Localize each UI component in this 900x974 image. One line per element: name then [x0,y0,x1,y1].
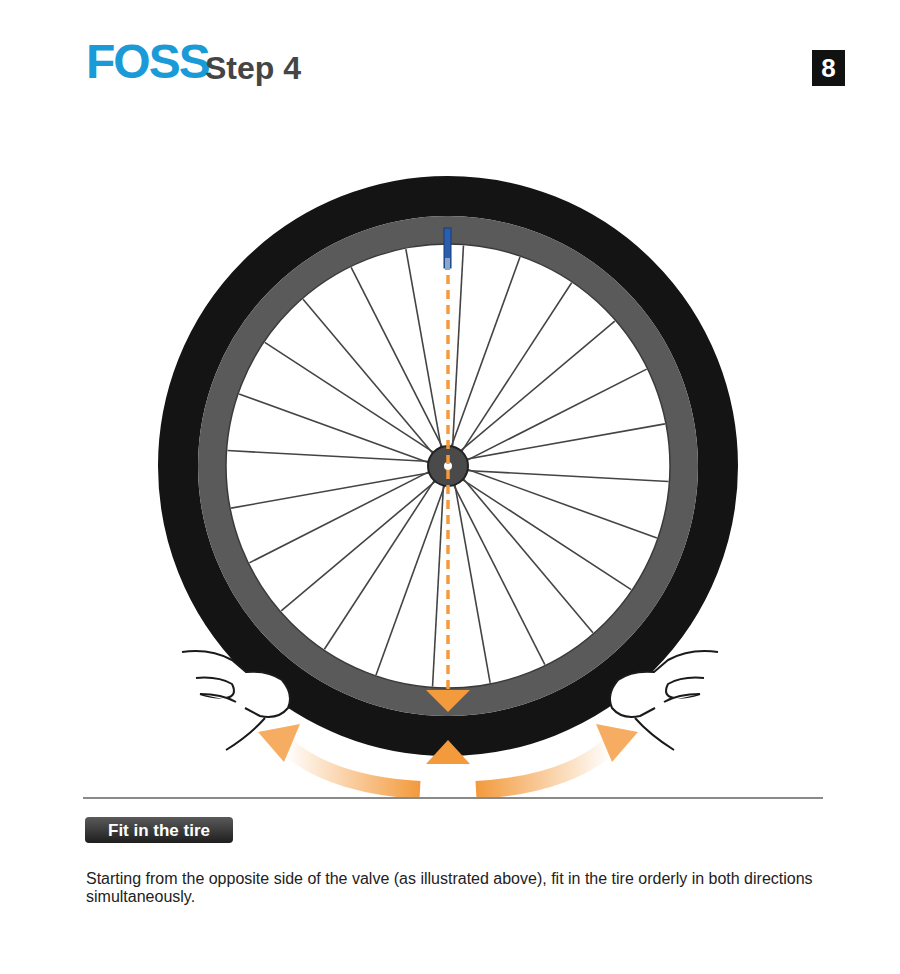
spoke [265,342,435,453]
node-text: 8 [821,55,835,81]
spoke [466,469,657,538]
spoke [451,257,520,448]
spoke [239,394,430,463]
spoke [459,321,615,452]
curved-arrow-right-head [596,724,638,762]
spoke [231,473,431,509]
spoke [461,283,572,453]
right-hand [610,651,718,750]
spoke [376,484,445,675]
separator-line [83,797,823,799]
spoke [455,483,491,683]
step-title: Step 4 [205,48,301,88]
step-label-box: Fit in the tire [85,817,233,843]
arrow-head [426,690,470,712]
tire [178,196,718,736]
left-hand [182,651,290,750]
instruction-text: Starting from the opposite side of the v… [86,870,816,906]
spoke [465,424,665,460]
node-text: Fit in the tire [108,822,210,839]
spoke [461,479,631,590]
rim [212,230,684,702]
hub [428,446,468,486]
spoke [406,249,442,449]
start-marker [426,740,470,764]
spoke [324,479,435,649]
curved-arrow-left-head [258,724,300,762]
valve-tip [445,258,450,270]
brand-logo: FOSS [86,36,209,88]
curved-arrow-left [285,745,420,790]
curved-arrow-right [476,745,611,790]
spoke [303,299,434,455]
spoke [249,471,430,563]
spoke [453,483,545,664]
dashed-guide [446,275,450,690]
page-number-box: 8 [812,50,845,86]
spoke [351,267,443,448]
spoke [462,477,593,633]
spoke [465,369,646,461]
spoke [281,480,437,611]
